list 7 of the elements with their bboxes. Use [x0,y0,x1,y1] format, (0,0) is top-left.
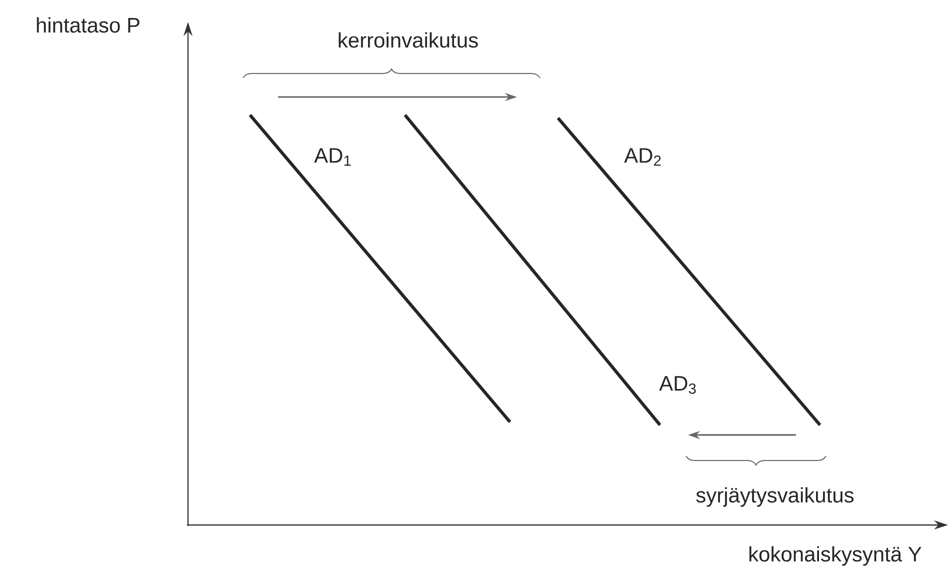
axis-label: kokonaiskysyntä Y [749,546,922,566]
axis-label: hintataso P [36,17,140,33]
curve-label: AD$_{3}$ [659,376,696,394]
brace-label: syrjäytysvaikutus [696,487,854,507]
brace-label: kerroinvaikutus [338,32,478,48]
curve-label: AD$_{1}$ [314,148,351,166]
curve-label: AD$_{2}$ [624,148,661,166]
